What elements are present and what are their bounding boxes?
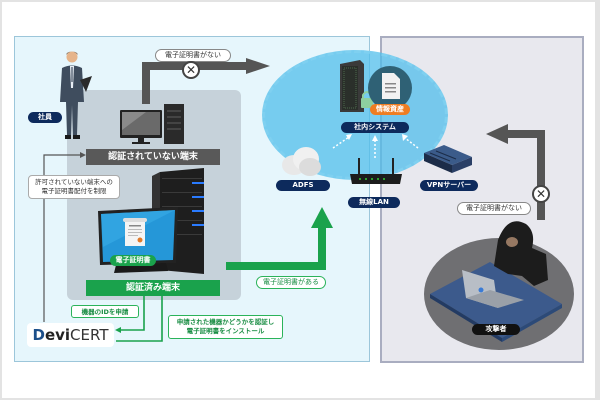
wireless-lan-badge: 無線LAN xyxy=(348,197,400,208)
employee-figure-icon xyxy=(60,51,92,139)
internal-server-rack-icon xyxy=(340,60,364,112)
no-certificate-label-right: 電子証明書がない xyxy=(457,202,531,215)
rejected-x-icon-left: ✕ xyxy=(182,61,200,79)
laptop-icon xyxy=(462,270,524,308)
unauthorized-terminal-label: 認証されていない端末 xyxy=(86,149,220,165)
restriction-note-line-2: 電子証明書配付を制限 xyxy=(41,187,107,195)
devicert-logo-suffix: CERT xyxy=(70,326,109,344)
info-asset-badge: 情報資産 xyxy=(370,104,410,115)
wireless-router-icon xyxy=(350,158,402,184)
has-certificate-label: 電子証明書がある xyxy=(256,276,326,289)
attacker-figure-icon xyxy=(494,221,548,286)
certificate-badge: 電子証明書 xyxy=(110,255,156,266)
devicert-logo: DeviCERT xyxy=(27,323,114,347)
restriction-note-line-1: 許可されていない端末への xyxy=(35,178,113,186)
adfs-badge: ADFS xyxy=(276,180,330,191)
employee-badge: 社員 xyxy=(28,112,62,123)
verify-install-note: 申請された機器かどうかを認証し 電子証明書をインストール xyxy=(168,315,283,339)
verify-install-line-2: 電子証明書をインストール xyxy=(186,327,265,335)
verify-install-line-1: 申請された機器かどうかを認証し xyxy=(176,318,275,326)
document-icon xyxy=(382,73,400,99)
rejected-x-icon-right: ✕ xyxy=(532,185,550,203)
restriction-note: 許可されていない端末への 電子証明書配付を制限 xyxy=(28,175,120,199)
authenticated-terminal-label: 認証済み端末 xyxy=(86,280,220,296)
adfs-cloud-icon xyxy=(282,147,321,176)
attacker-badge: 攻撃者 xyxy=(472,324,520,335)
devicert-logo-initial: D xyxy=(32,326,45,344)
unauthorized-pc-icon xyxy=(120,104,184,144)
request-id-note: 機器のIDを申請 xyxy=(71,305,139,318)
internal-system-badge: 社内システム xyxy=(341,122,409,133)
no-certificate-label-left: 電子証明書がない xyxy=(155,49,231,62)
vpn-server-icon xyxy=(424,145,472,173)
devicert-logo-prefix: evi xyxy=(44,326,71,344)
certificate-document-icon xyxy=(123,218,147,246)
vpn-server-badge: VPNサーバー xyxy=(420,180,478,191)
